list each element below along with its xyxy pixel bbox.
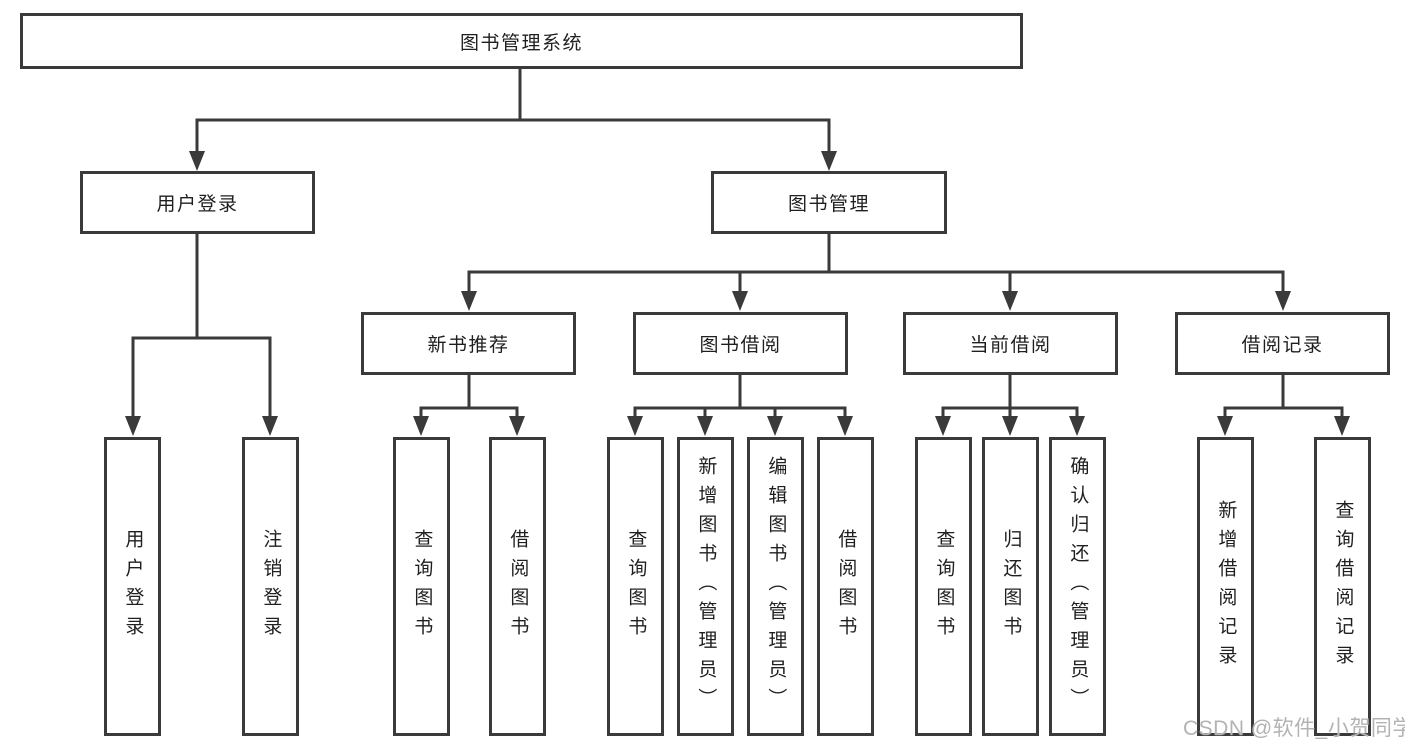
- node-current-borrow: 当前借阅: [903, 312, 1118, 375]
- leaf-current-query: 查询图书: [915, 437, 972, 736]
- leaf-borrow-add-admin: 新增图书（管理员）: [677, 437, 734, 736]
- connector-book-management-branch: [461, 234, 1291, 311]
- connector-new-book-branch: [413, 375, 525, 436]
- node-current-borrow-label: 当前借阅: [969, 335, 1052, 356]
- leaf-borrow-query-label: 查询图书: [625, 528, 647, 645]
- node-book-management-label: 图书管理: [787, 194, 870, 215]
- connector-book-borrow-branch: [627, 375, 853, 436]
- leaf-new-book-query: 查询图书: [393, 437, 450, 736]
- leaf-current-query-label: 查询图书: [933, 528, 955, 645]
- connector-borrow-record-branch: [1217, 375, 1350, 436]
- leaf-logout: 注销登录: [242, 437, 299, 736]
- leaf-new-book-borrow-label: 借阅图书: [507, 528, 529, 645]
- leaf-new-book-query-label: 查询图书: [411, 528, 433, 645]
- node-book-management: 图书管理: [711, 171, 947, 234]
- leaf-borrow-query: 查询图书: [607, 437, 664, 736]
- connector-root-to-level2: [189, 69, 837, 171]
- leaf-record-add: 新增借阅记录: [1197, 437, 1254, 736]
- leaf-record-add-label: 新增借阅记录: [1215, 499, 1237, 674]
- leaf-borrow-add-admin-label: 新增图书（管理员）: [695, 456, 717, 717]
- leaf-user-login-label: 用户登录: [122, 528, 144, 645]
- node-new-book-label: 新书推荐: [427, 335, 510, 356]
- leaf-return-book: 归还图书: [982, 437, 1039, 736]
- node-root: 图书管理系统: [20, 13, 1023, 69]
- node-borrow-record: 借阅记录: [1175, 312, 1390, 375]
- leaf-record-query-label: 查询借阅记录: [1332, 499, 1354, 674]
- leaf-return-book-label: 归还图书: [1000, 528, 1022, 645]
- leaf-confirm-return-admin-label: 确认归还（管理员）: [1067, 456, 1089, 717]
- connector-current-borrow-branch: [935, 375, 1085, 436]
- leaf-new-book-borrow: 借阅图书: [489, 437, 546, 736]
- connector-user-login-branch: [125, 234, 278, 436]
- node-user-login-label: 用户登录: [156, 194, 239, 215]
- leaf-borrow-book-label: 借阅图书: [835, 528, 857, 645]
- node-borrow-record-label: 借阅记录: [1241, 335, 1324, 356]
- csdn-watermark: CSDN @软件_小贺同学: [1183, 717, 1405, 740]
- node-user-login: 用户登录: [80, 171, 315, 234]
- node-new-book: 新书推荐: [361, 312, 576, 375]
- leaf-borrow-book: 借阅图书: [817, 437, 874, 736]
- leaf-user-login: 用户登录: [104, 437, 161, 736]
- node-book-borrow: 图书借阅: [633, 312, 848, 375]
- leaf-logout-label: 注销登录: [260, 528, 282, 645]
- leaf-borrow-edit-admin: 编辑图书（管理员）: [747, 437, 804, 736]
- leaf-record-query: 查询借阅记录: [1314, 437, 1371, 736]
- node-root-label: 图书管理系统: [459, 32, 583, 54]
- node-book-borrow-label: 图书借阅: [699, 335, 782, 356]
- leaf-borrow-edit-admin-label: 编辑图书（管理员）: [765, 456, 787, 717]
- leaf-confirm-return-admin: 确认归还（管理员）: [1049, 437, 1106, 736]
